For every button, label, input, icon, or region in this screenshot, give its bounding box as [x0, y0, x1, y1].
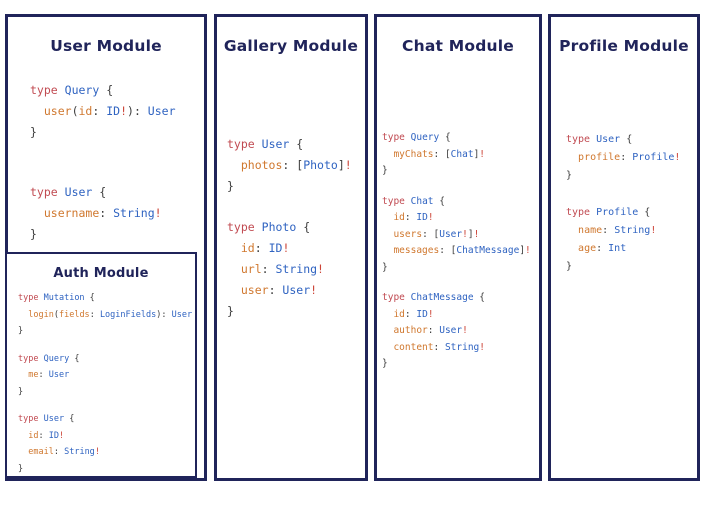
code-line: photos: [Photo]!: [240, 158, 352, 172]
panel-auth-module: Auth Module type Mutation { login(fields…: [5, 252, 197, 478]
code-line: username: String!: [43, 206, 162, 220]
code-line: myChats: [Chat]!: [393, 148, 486, 160]
code-line: user: User!: [240, 283, 318, 297]
code-line: }: [566, 170, 573, 181]
code-line: type Chat {: [382, 195, 445, 207]
code-line: name: String!: [578, 225, 657, 236]
code-line: }: [30, 125, 37, 139]
code-line: }: [227, 304, 234, 318]
code-block: type User { profile: Profile!}: [566, 131, 680, 185]
code-profile-module: type User { profile: Profile!}type Profi…: [566, 131, 680, 276]
panel-title-auth-module: Auth Module: [53, 266, 149, 281]
code-line: type User {: [30, 185, 107, 199]
code-line: type ChatMessage {: [382, 292, 485, 303]
code-block: type User { id: ID! email: String!}: [18, 411, 192, 477]
code-block: type Query { me: User}: [18, 351, 192, 401]
code-line: type User {: [18, 414, 75, 424]
code-block: type User { username: String!}: [30, 182, 176, 245]
code-line: type Query {: [382, 132, 451, 143]
code-line: users: [User!]!: [393, 228, 480, 240]
code-line: }: [382, 165, 388, 176]
code-gallery-module: type User { photos: [Photo]!}type Photo …: [227, 134, 352, 322]
code-line: url: String!: [240, 262, 324, 276]
code-line: type Query {: [30, 83, 114, 97]
code-block: type User { photos: [Photo]!}: [227, 134, 352, 197]
code-line: id: ID!: [393, 212, 434, 223]
code-line: id: ID!: [240, 241, 290, 255]
panel-user-module: User Module type Query { user(id: ID!): …: [5, 14, 207, 481]
code-block: type Photo { id: ID! url: String! user: …: [227, 217, 352, 322]
code-block: type Profile { name: String! age: Int}: [566, 204, 680, 276]
code-line: me: User: [28, 370, 70, 380]
code-line: }: [227, 179, 234, 193]
panel-title-gallery-module: Gallery Module: [223, 37, 359, 55]
code-line: }: [18, 463, 24, 474]
code-line: }: [382, 261, 388, 273]
code-line: author: User!: [393, 325, 468, 336]
code-chat-module: type Query { myChats: [Chat]!}type Chat …: [382, 130, 531, 373]
code-line: }: [566, 261, 573, 272]
panel-title-user-module: User Module: [50, 37, 162, 55]
code-line: profile: Profile!: [578, 152, 681, 163]
code-block: type Query { myChats: [Chat]!}: [382, 130, 531, 180]
code-line: }: [18, 326, 24, 336]
code-user-module: type Query { user(id: ID!): User}type Us…: [30, 80, 176, 245]
code-block: type ChatMessage { id: ID! author: User!…: [382, 290, 531, 373]
code-line: type Profile {: [566, 207, 651, 218]
panel-gallery-module: Gallery Module type User { photos: [Phot…: [214, 14, 368, 481]
code-line: user(id: ID!): User: [43, 104, 176, 118]
code-line: type Query {: [18, 353, 80, 364]
code-line: type Mutation {: [18, 293, 95, 303]
code-block: type Mutation { login(fields: LoginField…: [18, 290, 192, 340]
code-line: type Photo {: [227, 220, 311, 234]
code-line: }: [18, 386, 24, 397]
panel-profile-module: Profile Module type User { profile: Prof…: [548, 14, 700, 481]
code-line: email: String!: [28, 447, 100, 457]
code-line: id: ID!: [28, 430, 65, 441]
code-line: login(fields: LoginFields): User: [28, 309, 193, 320]
code-line: type User {: [227, 137, 304, 151]
code-line: age: Int: [578, 243, 627, 254]
panel-chat-module: Chat Module type Query { myChats: [Chat]…: [374, 14, 542, 481]
code-auth-module: type Mutation { login(fields: LoginField…: [18, 290, 192, 477]
code-line: type User {: [566, 134, 633, 145]
code-line: content: String!: [393, 341, 486, 353]
code-line: }: [30, 227, 37, 241]
panel-title-profile-module: Profile Module: [559, 37, 689, 55]
panel-title-chat-module: Chat Module: [402, 37, 514, 55]
code-line: messages: [ChatMessage]!: [393, 245, 531, 256]
code-block: type Chat { id: ID! users: [User!]! mess…: [382, 194, 531, 277]
code-line: }: [382, 358, 388, 369]
code-line: id: ID!: [393, 308, 434, 320]
code-block: type Query { user(id: ID!): User}: [30, 80, 176, 143]
